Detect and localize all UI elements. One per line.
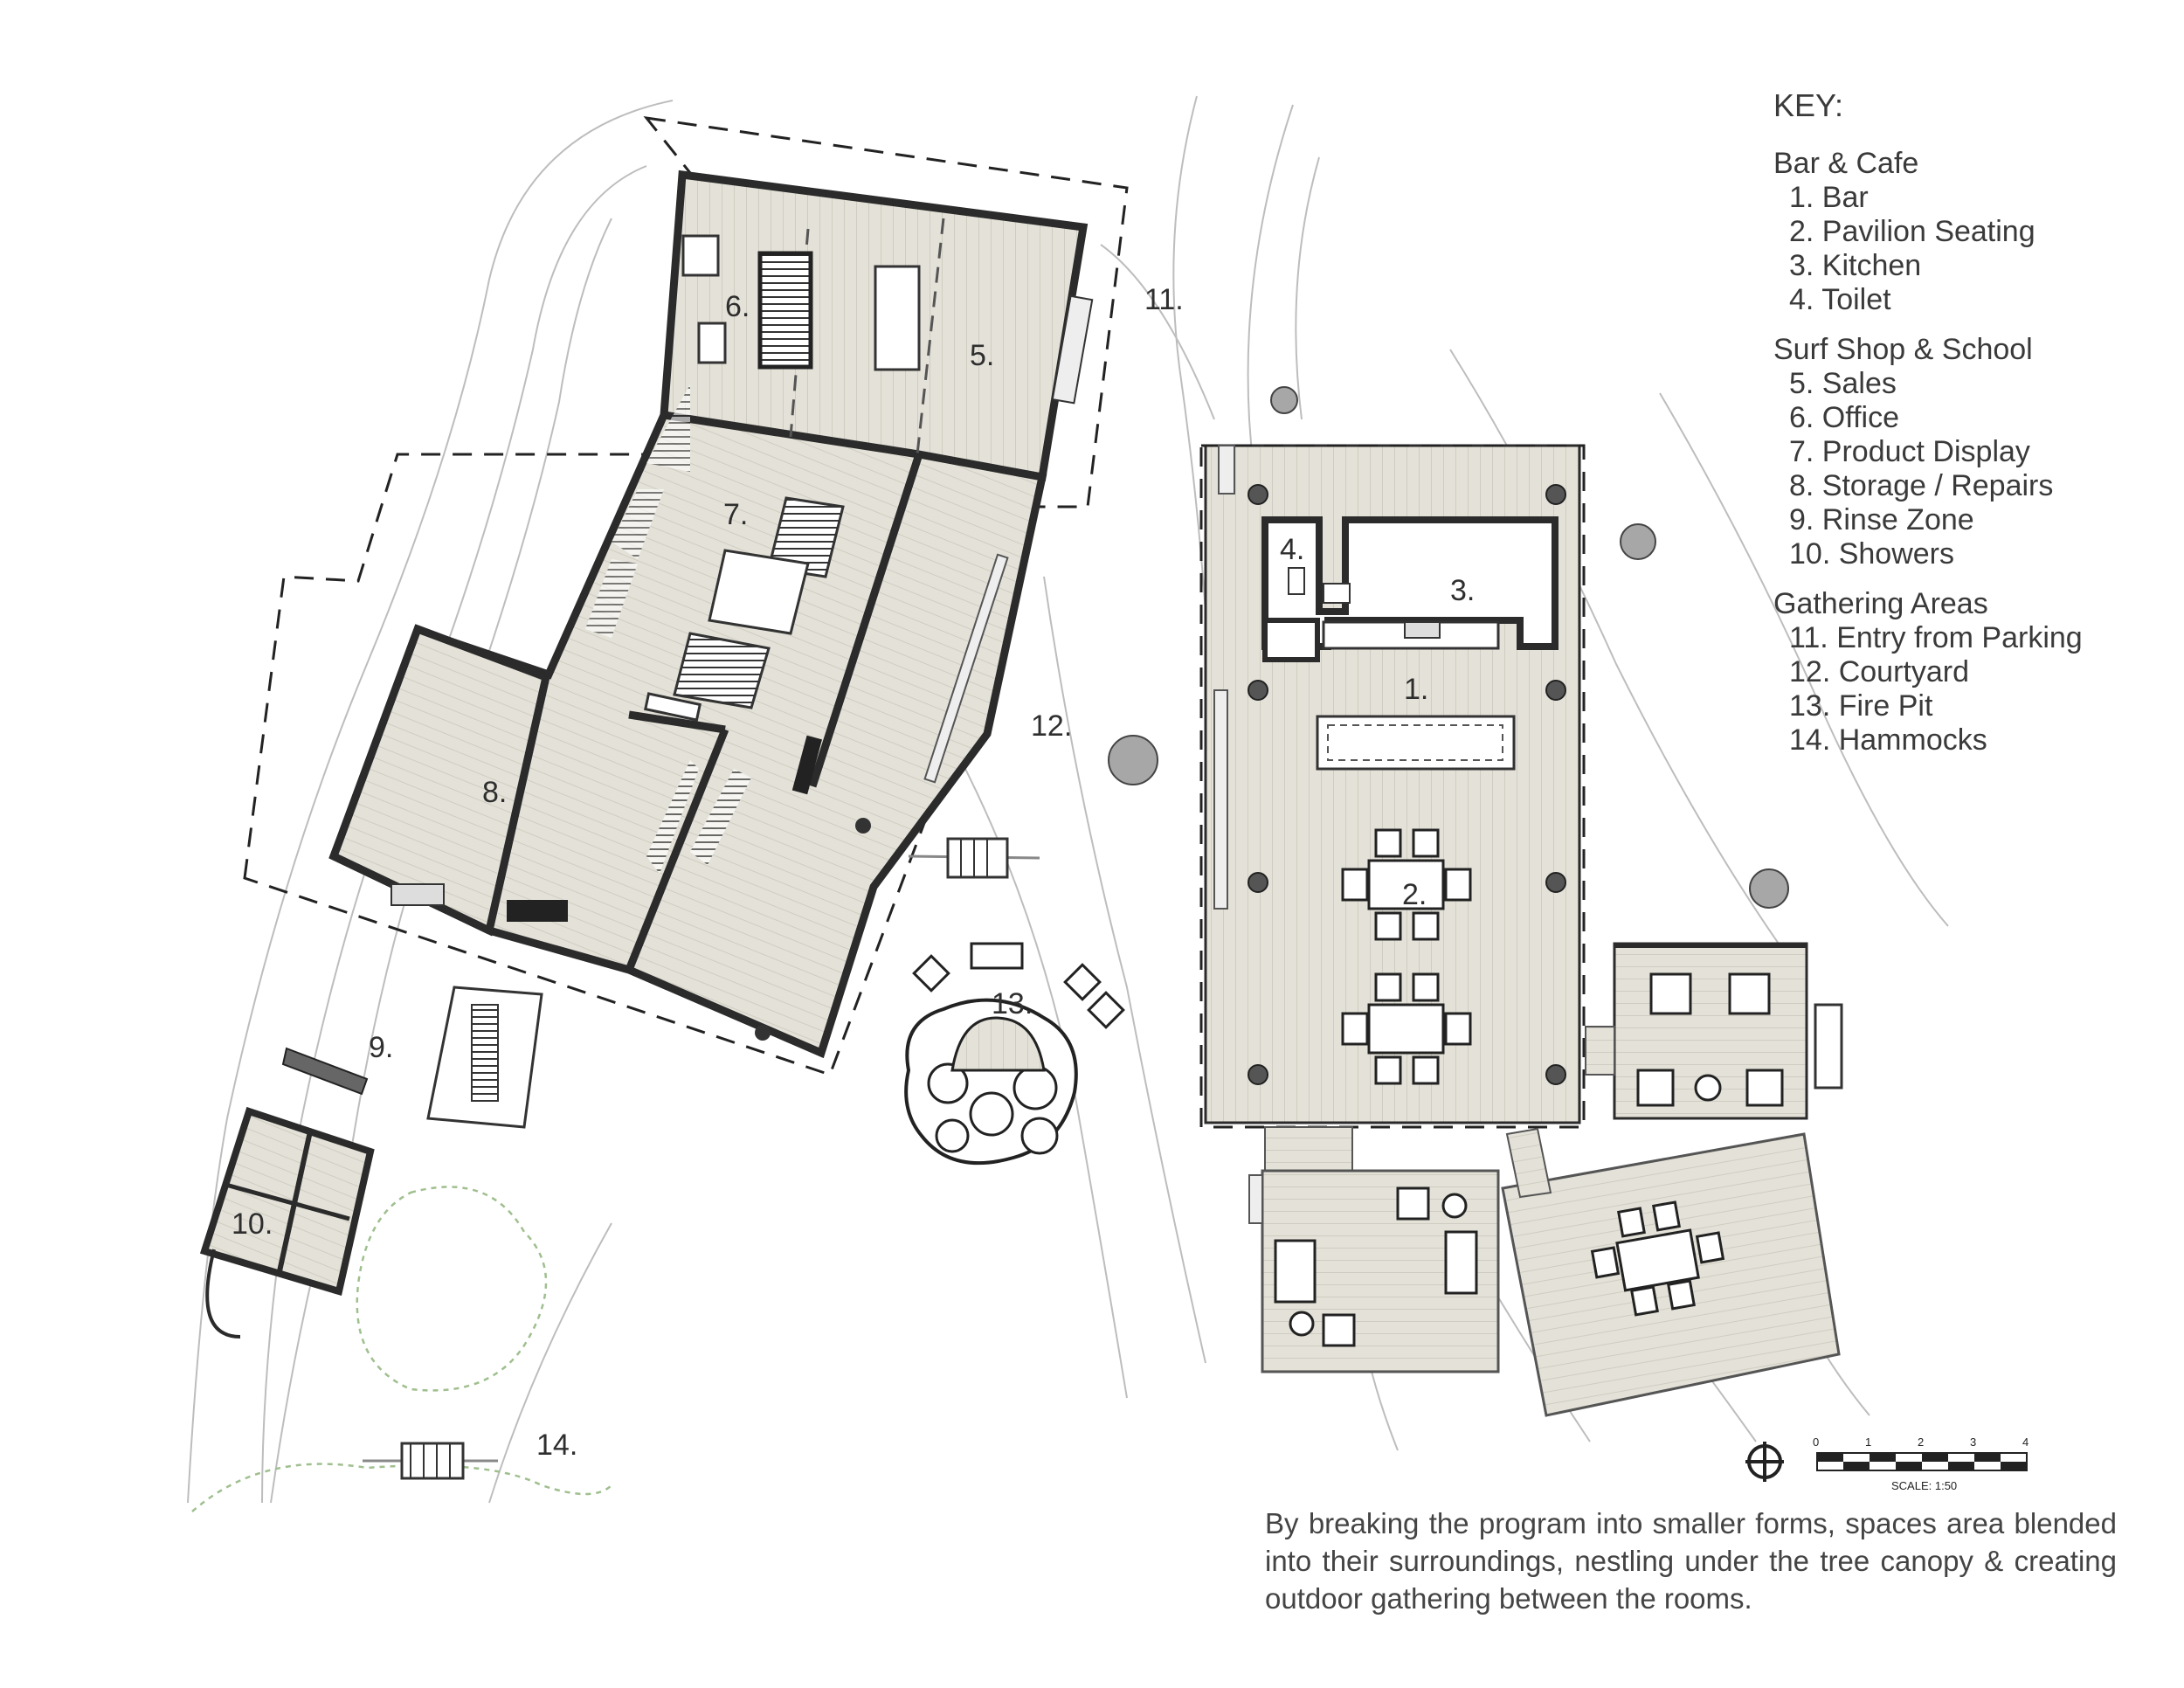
key-group-surf-shop: Surf Shop & School 5. Sales 6. Office 7.… [1773,333,2175,571]
key-group-title: Bar & Cafe [1773,147,1919,180]
label-office: 6. [725,290,750,323]
key-item: 1. Bar [1789,181,1869,214]
scale-tick-3: 3 [1970,1435,1976,1449]
tree-markers [1108,386,1789,909]
south-lounge-deck [1248,1126,1500,1373]
scale-bar: 0 1 2 3 4 SCALE: 1:50 [1813,1435,2028,1492]
label-hammocks: 14. [536,1429,577,1462]
scale-tick-0: 0 [1813,1435,1819,1449]
key-group-bar-cafe: Bar & Cafe 1. Bar 2. Pavilion Seating 3.… [1773,147,2175,317]
label-courtyard: 12. [1031,709,1072,743]
label-product-display: 7. [723,498,748,531]
label-rinse-zone: 9. [369,1031,393,1064]
label-showers: 10. [232,1207,273,1241]
plan-caption: By breaking the program into smaller for… [1265,1507,2117,1615]
fire-pit-seats [912,942,1125,1029]
key-title: KEY: [1773,87,1844,123]
label-bar: 1. [1404,673,1428,706]
plan-number-labels: 1. 2. 3. 4. 5. 6. 7. 8. 9. 10. 11. 12. 1… [232,283,1475,1462]
key-item: 5. Sales [1789,367,1897,400]
surf-shop-building [243,115,1129,1076]
key-group-gathering: Gathering Areas 11. Entry from Parking 1… [1773,587,2175,758]
label-fire-pit: 13. [992,987,1033,1020]
key-item: 10. Showers [1789,537,1954,571]
scale-tick-2: 2 [1918,1435,1924,1449]
label-storage-repairs: 8. [482,776,507,809]
key-item: 9. Rinse Zone [1789,503,1974,536]
south-dining-deck [1501,1127,1841,1417]
scale-tick-1: 1 [1865,1435,1871,1449]
key-item: 2. Pavilion Seating [1789,215,2035,248]
scale-label: SCALE: 1:50 [1891,1479,1957,1492]
pavilion-columns [1248,484,1566,1085]
key-legend: KEY: Bar & Cafe 1. Bar 2. Pavilion Seati… [1773,87,2175,773]
showers [199,1106,375,1339]
label-kitchen: 3. [1450,574,1475,607]
hammock [363,1442,498,1480]
key-item: 8. Storage / Repairs [1789,469,2054,502]
east-deck [1585,942,1843,1120]
key-item: 7. Product Display [1789,435,2030,468]
tree-canopy-outline [191,1186,612,1512]
rinse-zone [281,986,543,1129]
scale-tick-4: 4 [2022,1435,2028,1449]
fire-pit [904,998,1078,1166]
key-item: 3. Kitchen [1789,249,1922,282]
key-item: 6. Office [1789,401,1899,434]
label-toilet: 4. [1280,533,1304,566]
label-sales: 5. [970,339,994,372]
hammock-courtyard [908,837,1040,879]
label-pavilion-seating: 2. [1402,878,1427,911]
key-item: 13. Fire Pit [1789,689,1933,723]
key-item: 14. Hammocks [1789,723,1987,757]
north-arrow-icon [1745,1442,1784,1482]
key-group-title: Surf Shop & School [1773,333,2033,366]
key-item: 11. Entry from Parking [1789,621,2083,654]
key-item: 12. Courtyard [1789,655,1969,688]
pavilion-dining-tables [1341,828,1472,1085]
key-group-title: Gathering Areas [1773,587,1988,620]
key-item: 4. Toilet [1789,283,1891,316]
label-entry-from-parking: 11. [1144,283,1184,316]
